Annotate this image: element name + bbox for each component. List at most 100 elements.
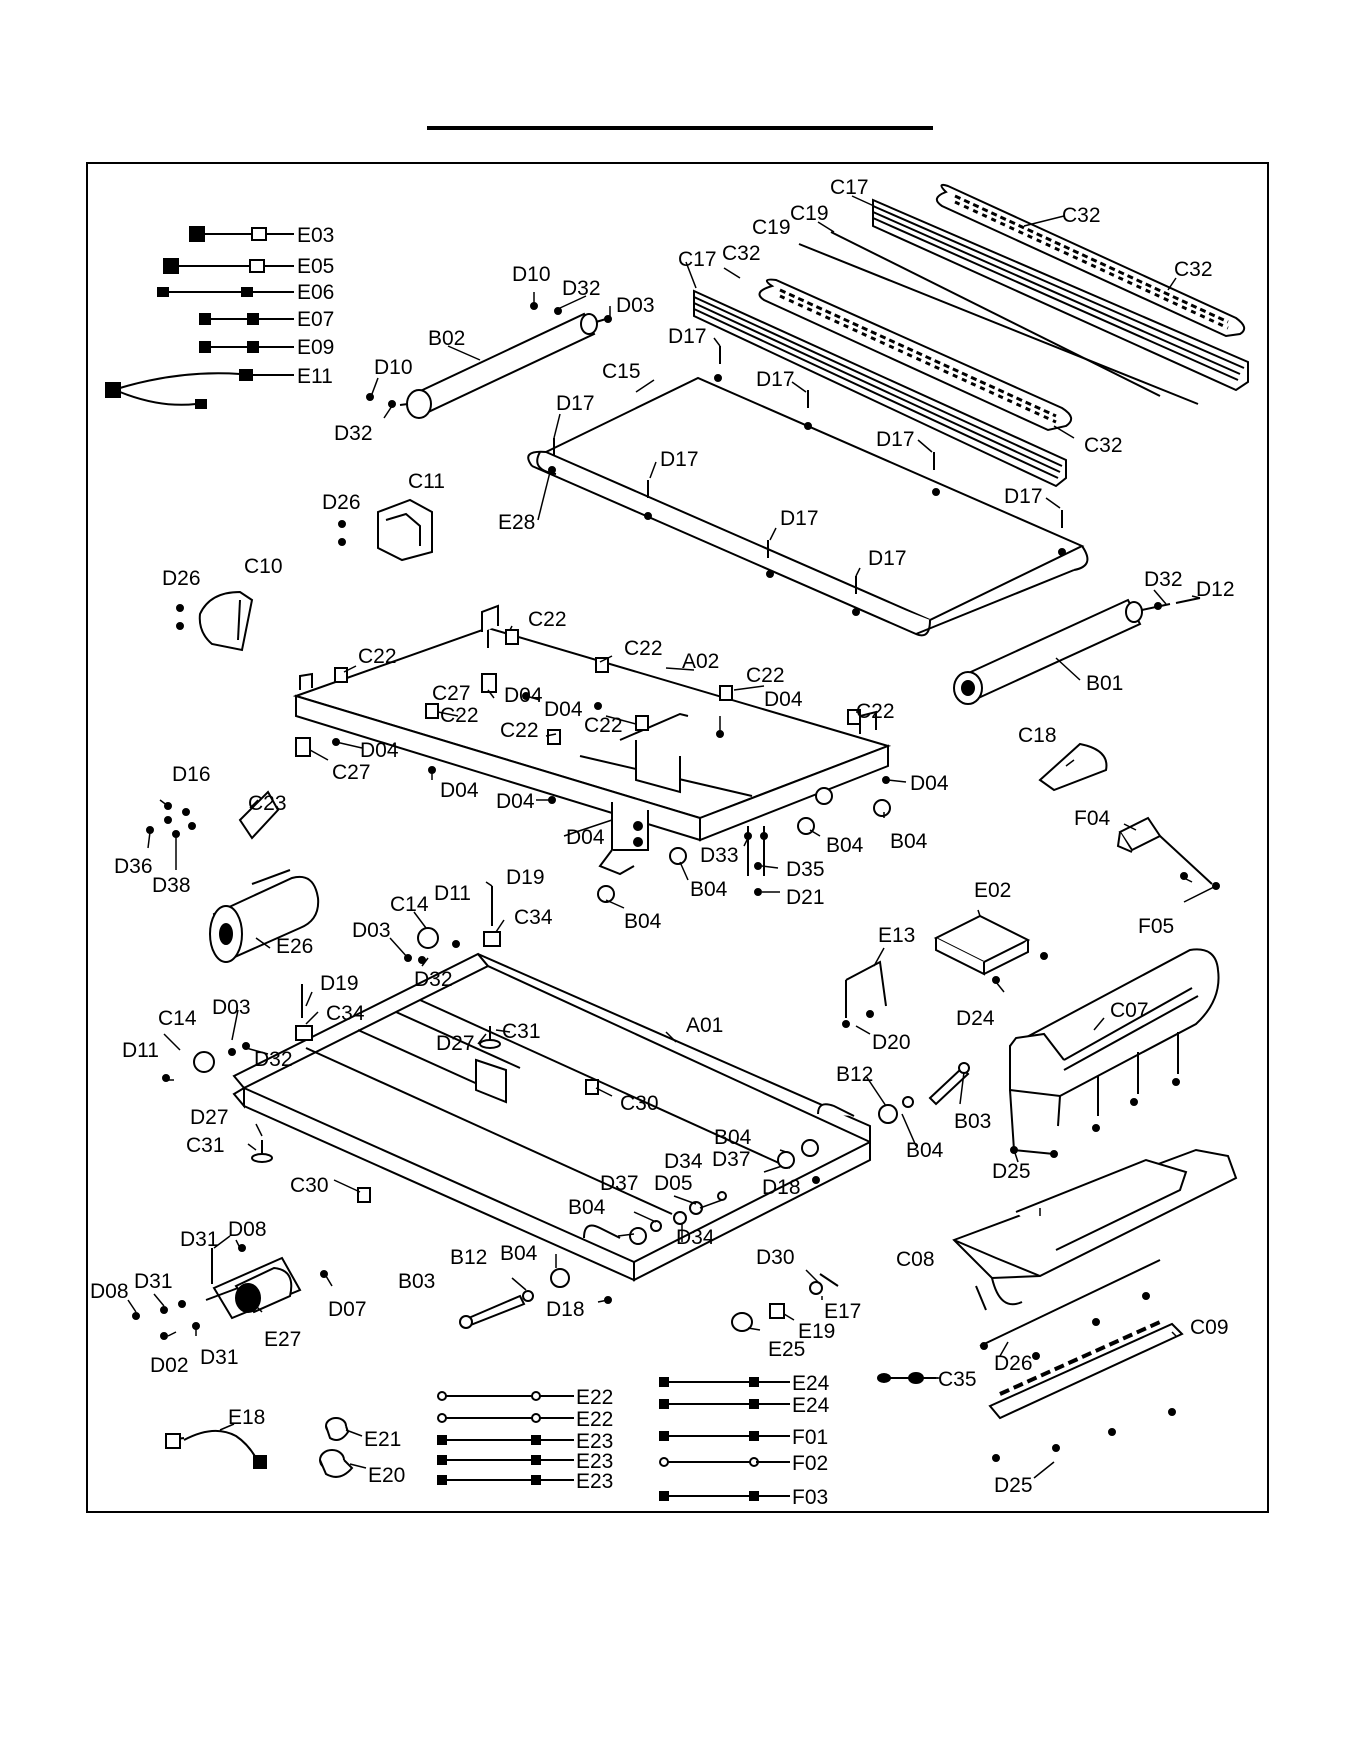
label-d02: D02	[150, 1354, 189, 1377]
label-d30: D30	[756, 1246, 795, 1269]
label-d17-1: D17	[668, 325, 707, 348]
rear-roller-b01	[953, 597, 1201, 705]
label-c31-mid: C31	[502, 1020, 541, 1043]
label-d17-8: D17	[868, 547, 907, 570]
label-d19-top: D19	[506, 866, 545, 889]
label-d32-right: D32	[1144, 568, 1183, 591]
label-d32-left: D32	[334, 422, 373, 445]
label-d35: D35	[786, 858, 825, 881]
label-c22-6: C22	[440, 704, 479, 727]
cable-set	[165, 1377, 790, 1501]
front-roller-b02	[366, 302, 612, 419]
callout-labels: E03 E05 E06 E07 E09 E11 D10 D32 D03 B02 …	[90, 176, 1235, 1509]
covers-c07-c08-c09	[952, 948, 1238, 1462]
label-f01: F01	[792, 1426, 828, 1449]
label-e13: E13	[878, 924, 915, 947]
label-d10-left: D10	[374, 356, 413, 379]
label-d32-low: D32	[254, 1048, 293, 1071]
label-d27-left: D27	[190, 1106, 229, 1129]
label-d03-top: D03	[616, 294, 655, 317]
label-d26-left: D26	[162, 567, 201, 590]
upper-frame-a02	[292, 604, 892, 903]
label-c27-top: C27	[432, 682, 471, 705]
label-e09: E09	[297, 336, 334, 359]
label-d33: D33	[700, 844, 739, 867]
label-c18: C18	[1018, 724, 1057, 747]
label-f03: F03	[792, 1486, 828, 1509]
label-b03-low: B03	[398, 1270, 435, 1293]
label-d04-7: D04	[910, 772, 949, 795]
label-d11-left: D11	[122, 1039, 159, 1062]
label-d17-5: D17	[556, 392, 595, 415]
label-d26-top: D26	[322, 491, 361, 514]
wire-harness-group	[105, 226, 294, 409]
label-f02: F02	[792, 1452, 828, 1475]
label-d34-mid: D34	[664, 1150, 703, 1173]
label-d08-left: D08	[90, 1280, 129, 1303]
label-d12: D12	[1196, 578, 1235, 601]
label-e11: E11	[297, 365, 333, 388]
label-c17-mid: C17	[678, 248, 717, 271]
label-d04-6: D04	[496, 790, 535, 813]
label-c10: C10	[244, 555, 283, 578]
label-d17-6: D17	[660, 448, 699, 471]
label-d26-low: D26	[994, 1352, 1033, 1375]
label-d27-mid: D27	[436, 1032, 475, 1055]
label-e27: E27	[264, 1328, 301, 1351]
label-e23-1: E23	[576, 1430, 613, 1453]
label-e05: E05	[297, 255, 334, 278]
label-d37-mid: D37	[712, 1148, 751, 1171]
label-c23: C23	[248, 792, 287, 815]
label-e24-1: E24	[792, 1372, 830, 1395]
label-c22-4: C22	[358, 645, 397, 668]
label-c22-1: C22	[528, 608, 567, 631]
label-c22-5: C22	[856, 700, 895, 723]
label-c34-top: C34	[514, 906, 553, 929]
label-c32-right: C32	[1174, 258, 1213, 281]
label-d25-low: D25	[994, 1474, 1033, 1497]
label-d17-7: D17	[780, 507, 819, 530]
label-c31-left: C31	[186, 1134, 225, 1157]
label-c15: C15	[602, 360, 641, 383]
label-b04-axle: B04	[500, 1242, 538, 1265]
label-b01: B01	[1086, 672, 1123, 695]
label-d20: D20	[872, 1031, 911, 1054]
label-e23-3: E23	[576, 1470, 613, 1493]
label-d31-mid: D31	[134, 1270, 173, 1293]
label-b02: B02	[428, 327, 465, 350]
label-d25-top: D25	[992, 1160, 1031, 1183]
label-e23-2: E23	[576, 1450, 613, 1473]
label-d04-4: D04	[360, 739, 399, 762]
label-c34-left: C34	[326, 1002, 365, 1025]
label-c32-top: C32	[1062, 204, 1101, 227]
label-a01: A01	[686, 1014, 723, 1037]
label-e28: E28	[498, 511, 535, 534]
label-d37-low: D37	[600, 1172, 639, 1195]
label-b12-low: B12	[450, 1246, 487, 1269]
label-e02: E02	[974, 879, 1011, 902]
label-e06: E06	[297, 281, 334, 304]
drive-motor-e26	[146, 790, 320, 963]
label-b04-right: B04	[906, 1139, 944, 1162]
label-d04-1: D04	[504, 684, 543, 707]
label-d17-3: D17	[876, 428, 915, 451]
label-c27-left: C27	[332, 761, 371, 784]
label-d05: D05	[654, 1172, 693, 1195]
running-deck	[527, 346, 1089, 637]
label-d38: D38	[152, 874, 191, 897]
e02-e13-parts	[842, 914, 1048, 1028]
label-a02: A02	[682, 650, 719, 673]
label-d07: D07	[328, 1298, 367, 1321]
label-d04-2: D04	[544, 698, 583, 721]
label-d32-top: D32	[562, 277, 601, 300]
label-d21: D21	[786, 886, 825, 909]
label-b04-mid: B04	[714, 1126, 752, 1149]
label-c22-2: C22	[624, 637, 663, 660]
label-c32-mid: C32	[722, 242, 761, 265]
label-c09: C09	[1190, 1316, 1229, 1339]
label-d03-mid: D03	[352, 919, 391, 942]
small-electrical-parts	[731, 1273, 936, 1384]
label-d31-top: D31	[180, 1228, 219, 1251]
label-c07: C07	[1110, 999, 1149, 1022]
